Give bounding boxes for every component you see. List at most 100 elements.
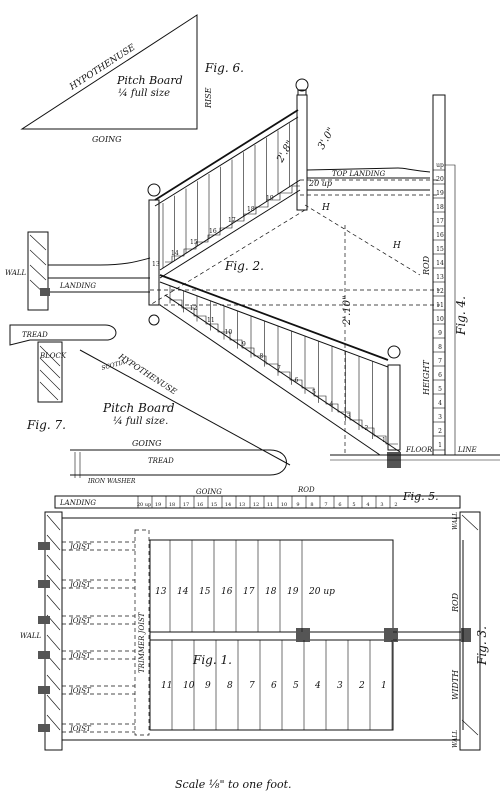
fig1-lower-step-number: 10 bbox=[183, 681, 195, 691]
fig5-rod-number: 5 bbox=[352, 502, 355, 508]
fig1-lower-step-number: 6 bbox=[271, 681, 277, 691]
fig1-lower-step-number: 7 bbox=[249, 681, 255, 691]
fig1-joist-label: JOIST bbox=[68, 725, 92, 733]
fig4-rod-number: 5 bbox=[438, 386, 442, 393]
fig5-rod-number: 15 bbox=[211, 502, 217, 508]
fig1-wall-label-bottom-right: WALL bbox=[452, 730, 459, 748]
fig1-label: Fig. 1. bbox=[192, 653, 232, 667]
fig1-upper-step-number: 16 bbox=[221, 587, 233, 597]
fig2-step-number: 17 bbox=[228, 217, 236, 224]
fig1-upper-step-number: 18 bbox=[265, 587, 277, 597]
fig4-rod-number: 8 bbox=[438, 344, 442, 351]
fig1-upper-step-number: 15 bbox=[199, 587, 211, 597]
fig5-rod-number: 9 bbox=[296, 502, 299, 508]
fig5-rod-number: 19 bbox=[155, 502, 161, 508]
fig7-tread-label-bottom: TREAD bbox=[148, 457, 174, 465]
fig1-wall-label-top-right: WALL bbox=[452, 512, 459, 530]
fig4-rod-number: 17 bbox=[436, 218, 444, 225]
fig4-label: Fig. 4. bbox=[454, 296, 468, 336]
fig2-step-number: 18 bbox=[247, 206, 255, 213]
fig2-floor-label: FLOOR bbox=[405, 446, 433, 454]
fig7-label: Fig. 7. bbox=[26, 418, 66, 432]
fig7-tread-label-top: TREAD bbox=[22, 331, 48, 339]
fig1-joist-label: JOIST bbox=[68, 617, 92, 625]
fig4-rod-label: ROD bbox=[422, 255, 431, 276]
fig6-going-label: GOING bbox=[92, 135, 122, 144]
fig4-rod-number: 3 bbox=[438, 414, 442, 421]
fig2-label: Fig. 2. bbox=[224, 259, 264, 273]
fig5-landing-label: LANDING bbox=[59, 499, 96, 507]
fig1-lower-step-number: 11 bbox=[161, 681, 172, 691]
fig1-upper-step-number: 13 bbox=[155, 587, 167, 597]
fig4-rod-number: up bbox=[436, 162, 444, 169]
fig7-block-label: BLOCK bbox=[39, 352, 67, 360]
fig6-pitch-board: Fig. 6. HYPOTHENUSE Pitch Board ¼ full s… bbox=[20, 14, 244, 144]
fig2-step-number: 8 bbox=[260, 353, 264, 360]
fig5-rod-number: 12 bbox=[253, 502, 259, 508]
fig2-h-label-mid: H bbox=[392, 241, 401, 251]
fig1-upper-step-number: 17 bbox=[243, 587, 255, 597]
fig2-step-number: 4 bbox=[330, 401, 334, 408]
fig1-plan: WALL WALL WALL JOISTJOISTJOISTJOISTJOIST… bbox=[20, 511, 489, 751]
fig2-step-number: 14 bbox=[171, 250, 179, 257]
fig7-hypothenuse-label: HYPOTHENUSE bbox=[116, 352, 178, 397]
fig1-width-label: WIDTH bbox=[451, 669, 460, 700]
fig1-joist-label: JOIST bbox=[68, 543, 92, 551]
fig6-label: Fig. 6. bbox=[204, 61, 244, 75]
fig4-rod-number: 6 bbox=[438, 372, 442, 379]
fig2-step-number: 15 bbox=[190, 239, 198, 246]
fig7-tread-detail: TREAD BLOCK SCOTIA HYPOTHENUSE Pitch Boa… bbox=[9, 324, 291, 485]
fig6-pitch-board-label: Pitch Board bbox=[116, 74, 183, 87]
fig4-rod-number: 2 bbox=[438, 428, 442, 435]
fig1-joist-label: JOIST bbox=[68, 581, 92, 589]
fig1-rod-label: ROD bbox=[451, 592, 460, 613]
fig4-rod-number: 9 bbox=[438, 330, 442, 337]
fig2-step-number: 9 bbox=[242, 341, 246, 348]
fig5-going-label: GOING bbox=[196, 488, 222, 496]
fig1-lower-step-number: 2 bbox=[358, 681, 365, 691]
fig2-step-number: 13 bbox=[152, 261, 160, 268]
fig5-rod-label: ROD bbox=[297, 486, 315, 494]
fig2-landing-label: LANDING bbox=[59, 282, 96, 290]
fig5-rod-number: 2 bbox=[394, 502, 397, 508]
fig2-h-label-top: H bbox=[321, 203, 330, 213]
fig6-rise-label: RISE bbox=[204, 87, 213, 109]
fig4-rod-number: 12 bbox=[436, 288, 444, 295]
fig5-rod-number: 16 bbox=[197, 502, 203, 508]
fig1-lower-step-number: 3 bbox=[337, 681, 343, 691]
fig2-step-number: 11 bbox=[207, 317, 215, 324]
fig7-scale-label: ¼ full size. bbox=[113, 416, 168, 427]
fig6-scale-label: ¼ full size bbox=[118, 88, 170, 99]
fig4-rod-number: 18 bbox=[436, 204, 444, 211]
fig5-rod-number: 14 bbox=[225, 502, 231, 508]
fig4-rod-number: 19 bbox=[436, 190, 444, 197]
fig2-line-label: LINE bbox=[457, 446, 477, 454]
fig4-rod-number: 7 bbox=[438, 358, 442, 365]
fig5-rod-number: 7 bbox=[324, 502, 327, 508]
fig4-rod-number: 20 bbox=[436, 176, 444, 183]
fig1-lower-step-number: 4 bbox=[314, 681, 321, 691]
fig2-wall-label: WALL bbox=[5, 269, 27, 277]
fig1-joist-label: JOIST bbox=[68, 652, 92, 660]
fig2-step-20-up: 20 up bbox=[308, 179, 332, 188]
fig2-step-number: 6 bbox=[295, 377, 299, 384]
fig2-step-number: 10 bbox=[225, 329, 233, 336]
fig1-upper-step-number: 20 up bbox=[308, 587, 335, 597]
fig4-rod-number: 16 bbox=[436, 232, 444, 239]
fig4-rod-number: 11 bbox=[436, 302, 444, 309]
fig1-lower-step-number: 1 bbox=[381, 681, 387, 691]
scale-note: Scale ⅛" to one foot. bbox=[175, 778, 291, 791]
fig4-rod-number: 1 bbox=[438, 442, 442, 449]
fig7-pitch-board-label: Pitch Board bbox=[102, 401, 175, 415]
fig5-rod-number: 11 bbox=[267, 502, 273, 508]
fig2-step-number: 3 bbox=[347, 413, 351, 420]
fig1-trimmer-joist-label: TRIMMER JOIST bbox=[138, 611, 146, 673]
fig7-iron-washer-label: IRON WASHER bbox=[87, 478, 136, 485]
fig2-top-landing-label: TOP LANDING bbox=[332, 170, 386, 178]
fig2-step-number: 7 bbox=[277, 365, 281, 372]
